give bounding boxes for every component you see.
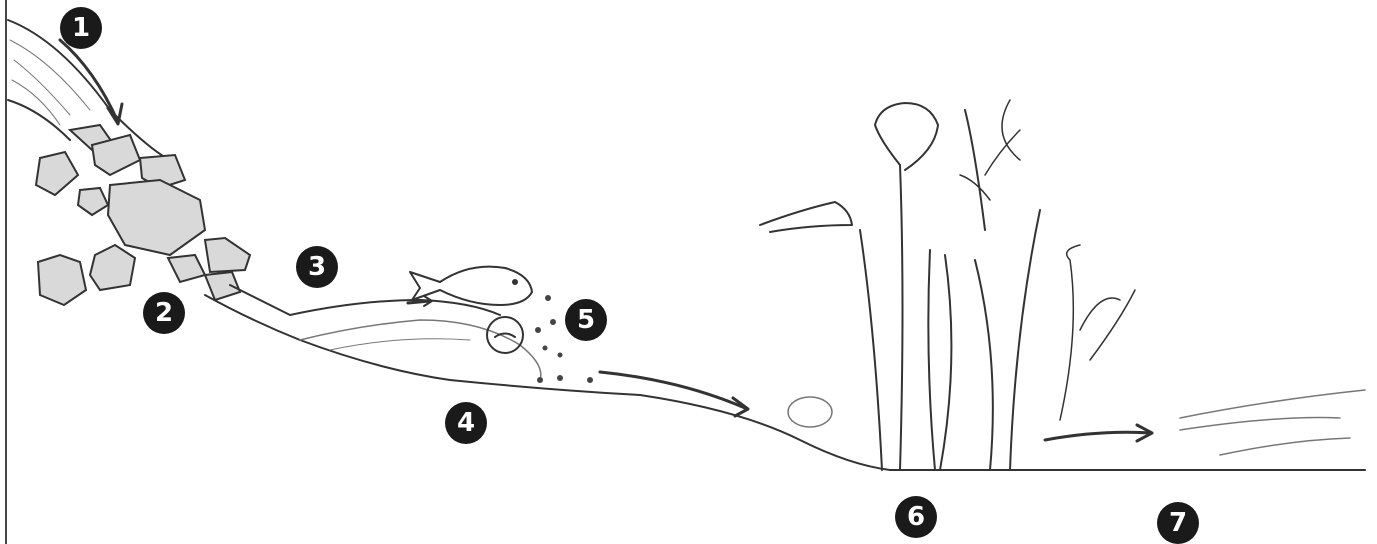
marker-7: 7	[1157, 502, 1199, 544]
marker-2: 2	[143, 292, 185, 334]
rock-pile	[36, 125, 250, 305]
flow-arrow-3	[1045, 432, 1150, 440]
flow-arrow-2	[600, 372, 745, 408]
downstream-flow	[1045, 390, 1365, 455]
stream-bed	[205, 285, 1365, 470]
insect-circle	[487, 317, 523, 353]
marker-1: 1	[60, 7, 102, 49]
marker-4: 4	[445, 402, 487, 444]
marker-3: 3	[296, 246, 338, 288]
marker-5: 5	[565, 299, 607, 341]
aquatic-plants	[760, 100, 1135, 470]
fish-drawing	[408, 267, 532, 306]
marker-6: 6	[895, 496, 937, 538]
